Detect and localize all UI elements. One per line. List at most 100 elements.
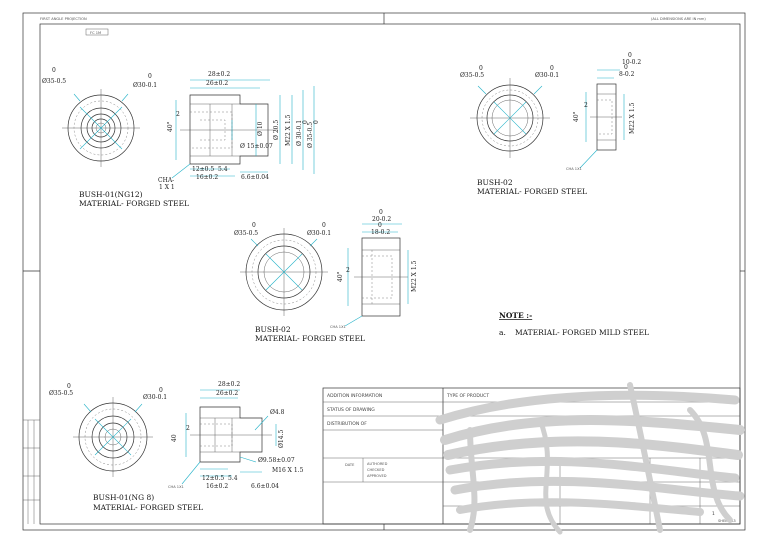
dim-ng12-bore-top: 0 xyxy=(148,73,152,80)
note-item-text: MATERIAL- FORGED MILD STEEL xyxy=(515,328,649,337)
dim-b02m-bore-top: 0 xyxy=(322,222,326,229)
dim-ng12-dia-15: Ø 15±0.07 xyxy=(240,143,273,150)
dim-ng12-dia-20-5: Ø 20.5 xyxy=(273,120,280,140)
dim-ng8-outer-dia: Ø35-0.5 xyxy=(49,390,73,397)
projection-label: FIRST ANGLE PROJECTION xyxy=(40,17,87,21)
dim-ng12-dia-35: Ø 35-0.5 xyxy=(307,122,314,148)
dim-ng8-len-26: 26±0.2 xyxy=(216,390,238,397)
dim-ng12-len-12: 12±0.5 xyxy=(192,166,214,173)
bush01-ng8-front-view xyxy=(73,397,153,477)
dim-ng12-angle: 40° xyxy=(167,121,174,132)
dim-b02t-bore-dia: Ø30-0.1 xyxy=(535,72,559,79)
tb-type-of-product: TYPE OF PRODUCT xyxy=(446,393,489,399)
tb-authored: AUTHORED xyxy=(367,462,388,466)
dim-ng8-dia-4-8: Ø4.8 xyxy=(270,409,285,416)
dim-b02m-small-2: 2 xyxy=(346,267,350,274)
dim-ng8-len-5-4: 5.4 xyxy=(228,475,238,482)
bush02-top-side-view xyxy=(579,69,625,169)
dim-b02m-bore-dia: Ø30-0.1 xyxy=(307,230,331,237)
bush02-top-title: BUSH-02 xyxy=(477,178,513,187)
tb-date: DATE xyxy=(345,463,355,467)
dim-ng8-cha: CHA 1X1 xyxy=(168,485,184,489)
dim-b02t-outer-dia: Ø35-0.5 xyxy=(460,72,484,79)
dim-ng12-bore-dia: Ø30-0.1 xyxy=(133,82,157,89)
bush01-ng12-side-view xyxy=(175,79,315,177)
dim-ng12-zero-a: 0 xyxy=(302,120,309,124)
note-item-letter: a. xyxy=(499,328,506,337)
bush02-top-material: MATERIAL- FORGED STEEL xyxy=(477,187,587,196)
redaction-scribble xyxy=(435,382,745,535)
dim-ng12-zero-b: 0 xyxy=(313,120,320,124)
bush02-mid-side-view xyxy=(344,223,409,327)
dim-b02m-outer-top: 0 xyxy=(252,222,256,229)
bush01-ng8-title: BUSH-01(NG 8) xyxy=(93,493,154,502)
dim-ng12-dia-30: Ø 30-0.1 xyxy=(296,120,303,146)
corner-tag: FC 1M xyxy=(90,31,101,35)
dim-b02t-outer-top: 0 xyxy=(479,65,483,72)
dim-b02t-len8-top: 0 xyxy=(624,64,628,71)
corner-tag-box xyxy=(85,28,109,36)
dim-ng8-len-16: 16±0.2 xyxy=(206,483,228,490)
note-heading: NOTE :- xyxy=(499,311,532,320)
dim-b02m-outer-dia: Ø35-0.5 xyxy=(234,230,258,237)
dim-ng12-cha-size: 1 X 1 xyxy=(159,184,175,191)
dim-ng8-len-28: 28±0.2 xyxy=(218,381,240,388)
revision-strip xyxy=(23,419,40,524)
dim-ng12-len-16: 16±0.2 xyxy=(196,174,218,181)
bush01-ng12-front-view xyxy=(62,89,140,167)
dim-b02m-angle: 40° xyxy=(337,271,344,282)
tb-addition-info: ADDITION INFORMATION xyxy=(327,393,382,399)
tb-approved: APPROVED xyxy=(367,474,387,478)
dim-ng8-len-12: 12±0.5 xyxy=(202,475,224,482)
dim-b02t-small-2: 2 xyxy=(584,102,588,109)
dim-ng12-cha: CHA- xyxy=(158,177,174,184)
dim-ng8-outer-top: 0 xyxy=(67,383,71,390)
outer-border xyxy=(22,12,746,531)
dim-ng12-thread: M22 X 1.5 xyxy=(285,114,292,146)
units-note: (ALL DIMENSIONS ARE IN mm) xyxy=(651,17,706,21)
dim-b02m-thread: M22 X 1.5 xyxy=(411,260,418,292)
bush02-mid-title: BUSH-02 xyxy=(255,325,291,334)
dim-b02t-len-10: 10-0.2 xyxy=(622,59,641,66)
dim-ng8-bore-dia: Ø30-0.1 xyxy=(143,394,167,401)
dim-ng8-dia-40: 40 xyxy=(171,434,178,442)
bush01-ng12-material: MATERIAL- FORGED STEEL xyxy=(79,199,189,208)
dim-ng12-dia-10: Ø 10 xyxy=(257,121,264,136)
dim-b02t-bore-top: 0 xyxy=(550,65,554,72)
tb-checked: CHECKED xyxy=(367,468,385,472)
bush01-ng8-side-view xyxy=(181,389,277,485)
dim-b02t-thread: M22 X 1.5 xyxy=(629,102,636,134)
dim-ng8-small-2: 2 xyxy=(186,425,190,432)
tb-distribution: DISTRIBUTION OF xyxy=(327,421,367,427)
note-block: NOTE :- a. MATERIAL- FORGED MILD STEEL xyxy=(499,311,649,337)
dim-b02t-len-8: 8-0.2 xyxy=(619,71,635,78)
bush02-mid-front-view xyxy=(240,228,328,316)
dim-b02m-len-18: 18-0.2 xyxy=(371,229,390,236)
dim-b02m-len18-top: 0 xyxy=(378,222,382,229)
bush02-mid-material: MATERIAL- FORGED STEEL xyxy=(255,334,365,343)
dim-ng12-small-2: 2 xyxy=(176,111,180,118)
dim-ng12-outer-top: 0 xyxy=(52,67,56,74)
bush02-top-front-view xyxy=(470,78,550,158)
dim-b02m-len20-top: 0 xyxy=(379,209,383,216)
dim-ng8-dia-9-58: Ø9.58±0.07 xyxy=(258,457,295,464)
dim-b02t-angle: 40° xyxy=(573,111,580,122)
dim-b02t-len10-top: 0 xyxy=(628,52,632,59)
dim-ng8-bore-top: 0 xyxy=(159,387,163,394)
dim-ng12-len-5-4: 5.4 xyxy=(218,166,228,173)
dim-ng8-dia-14-5: Ø14.5 xyxy=(278,430,285,448)
dim-ng8-len-6-6: 6.6±0.04 xyxy=(251,483,279,490)
dim-ng12-len-26: 26±0.2 xyxy=(206,80,228,87)
dim-b02m-cha: CHA 1X1 xyxy=(330,325,346,329)
dim-b02t-cha: CHA 1X1 xyxy=(566,167,582,171)
bush01-ng8-material: MATERIAL- FORGED STEEL xyxy=(93,503,203,512)
tb-status: STATUS OF DRAWING xyxy=(327,407,375,413)
dim-ng12-len-28: 28±0.2 xyxy=(208,71,230,78)
bush01-ng12-title: BUSH-01(NG12) xyxy=(79,190,143,199)
dim-b02m-len-20: 20-0.2 xyxy=(372,216,391,223)
dim-ng12-outer-dia: Ø35-0.5 xyxy=(42,78,66,85)
tb-sheet-number: 1 xyxy=(712,511,715,517)
dim-ng12-len-6-6: 6.6±0.04 xyxy=(241,174,269,181)
